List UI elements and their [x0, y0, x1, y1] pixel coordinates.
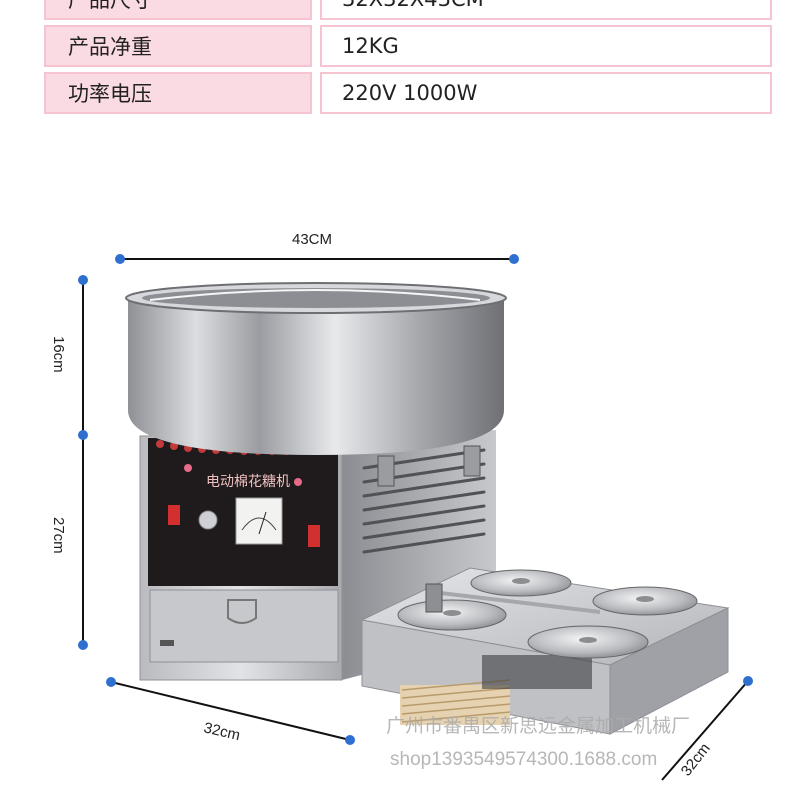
dimension-depth: 32cm [106, 677, 355, 745]
bowl [125, 282, 507, 455]
spec-row-size: 产品尺寸 32X32X43CM [44, 0, 772, 20]
spec-value: 12KG [320, 25, 772, 67]
stick-tray [360, 567, 730, 735]
dimension-label: 27cm [50, 517, 67, 554]
temperature-knob[interactable] [198, 510, 218, 530]
ammeter [235, 497, 283, 545]
spec-row-weight: 产品净重 12KG [44, 25, 772, 67]
heat-switch[interactable] [308, 525, 320, 547]
spec-label: 产品净重 [44, 25, 312, 67]
spec-value: 220V 1000W [320, 72, 772, 114]
dimension-label: 43CM [292, 231, 332, 248]
spec-row-power: 功率电压 220V 1000W [44, 72, 772, 114]
spec-value: 32X32X43CM [320, 0, 772, 20]
dimension-label: 32cm [678, 740, 714, 779]
spec-label: 产品尺寸 [44, 0, 312, 20]
dimension-label: 32cm [202, 719, 242, 744]
spec-table: 产品尺寸 32X32X43CM 产品净重 12KG 功率电压 220V 1000… [44, 0, 772, 119]
watermark-text: shop1393549574300.1688.com [390, 749, 658, 770]
dimension-label: 16cm [50, 336, 67, 373]
dimension-width-43: 43CM [115, 231, 519, 264]
spec-label: 功率电压 [44, 72, 312, 114]
power-switch[interactable] [168, 505, 180, 525]
panel-title: 电动棉花糖机 [206, 473, 290, 490]
dimension-height: 16cm 27cm [50, 275, 88, 650]
drawer-handle[interactable] [227, 599, 257, 624]
watermark-text: 广州市番禺区新思远金属加工机械厂 [386, 716, 691, 737]
